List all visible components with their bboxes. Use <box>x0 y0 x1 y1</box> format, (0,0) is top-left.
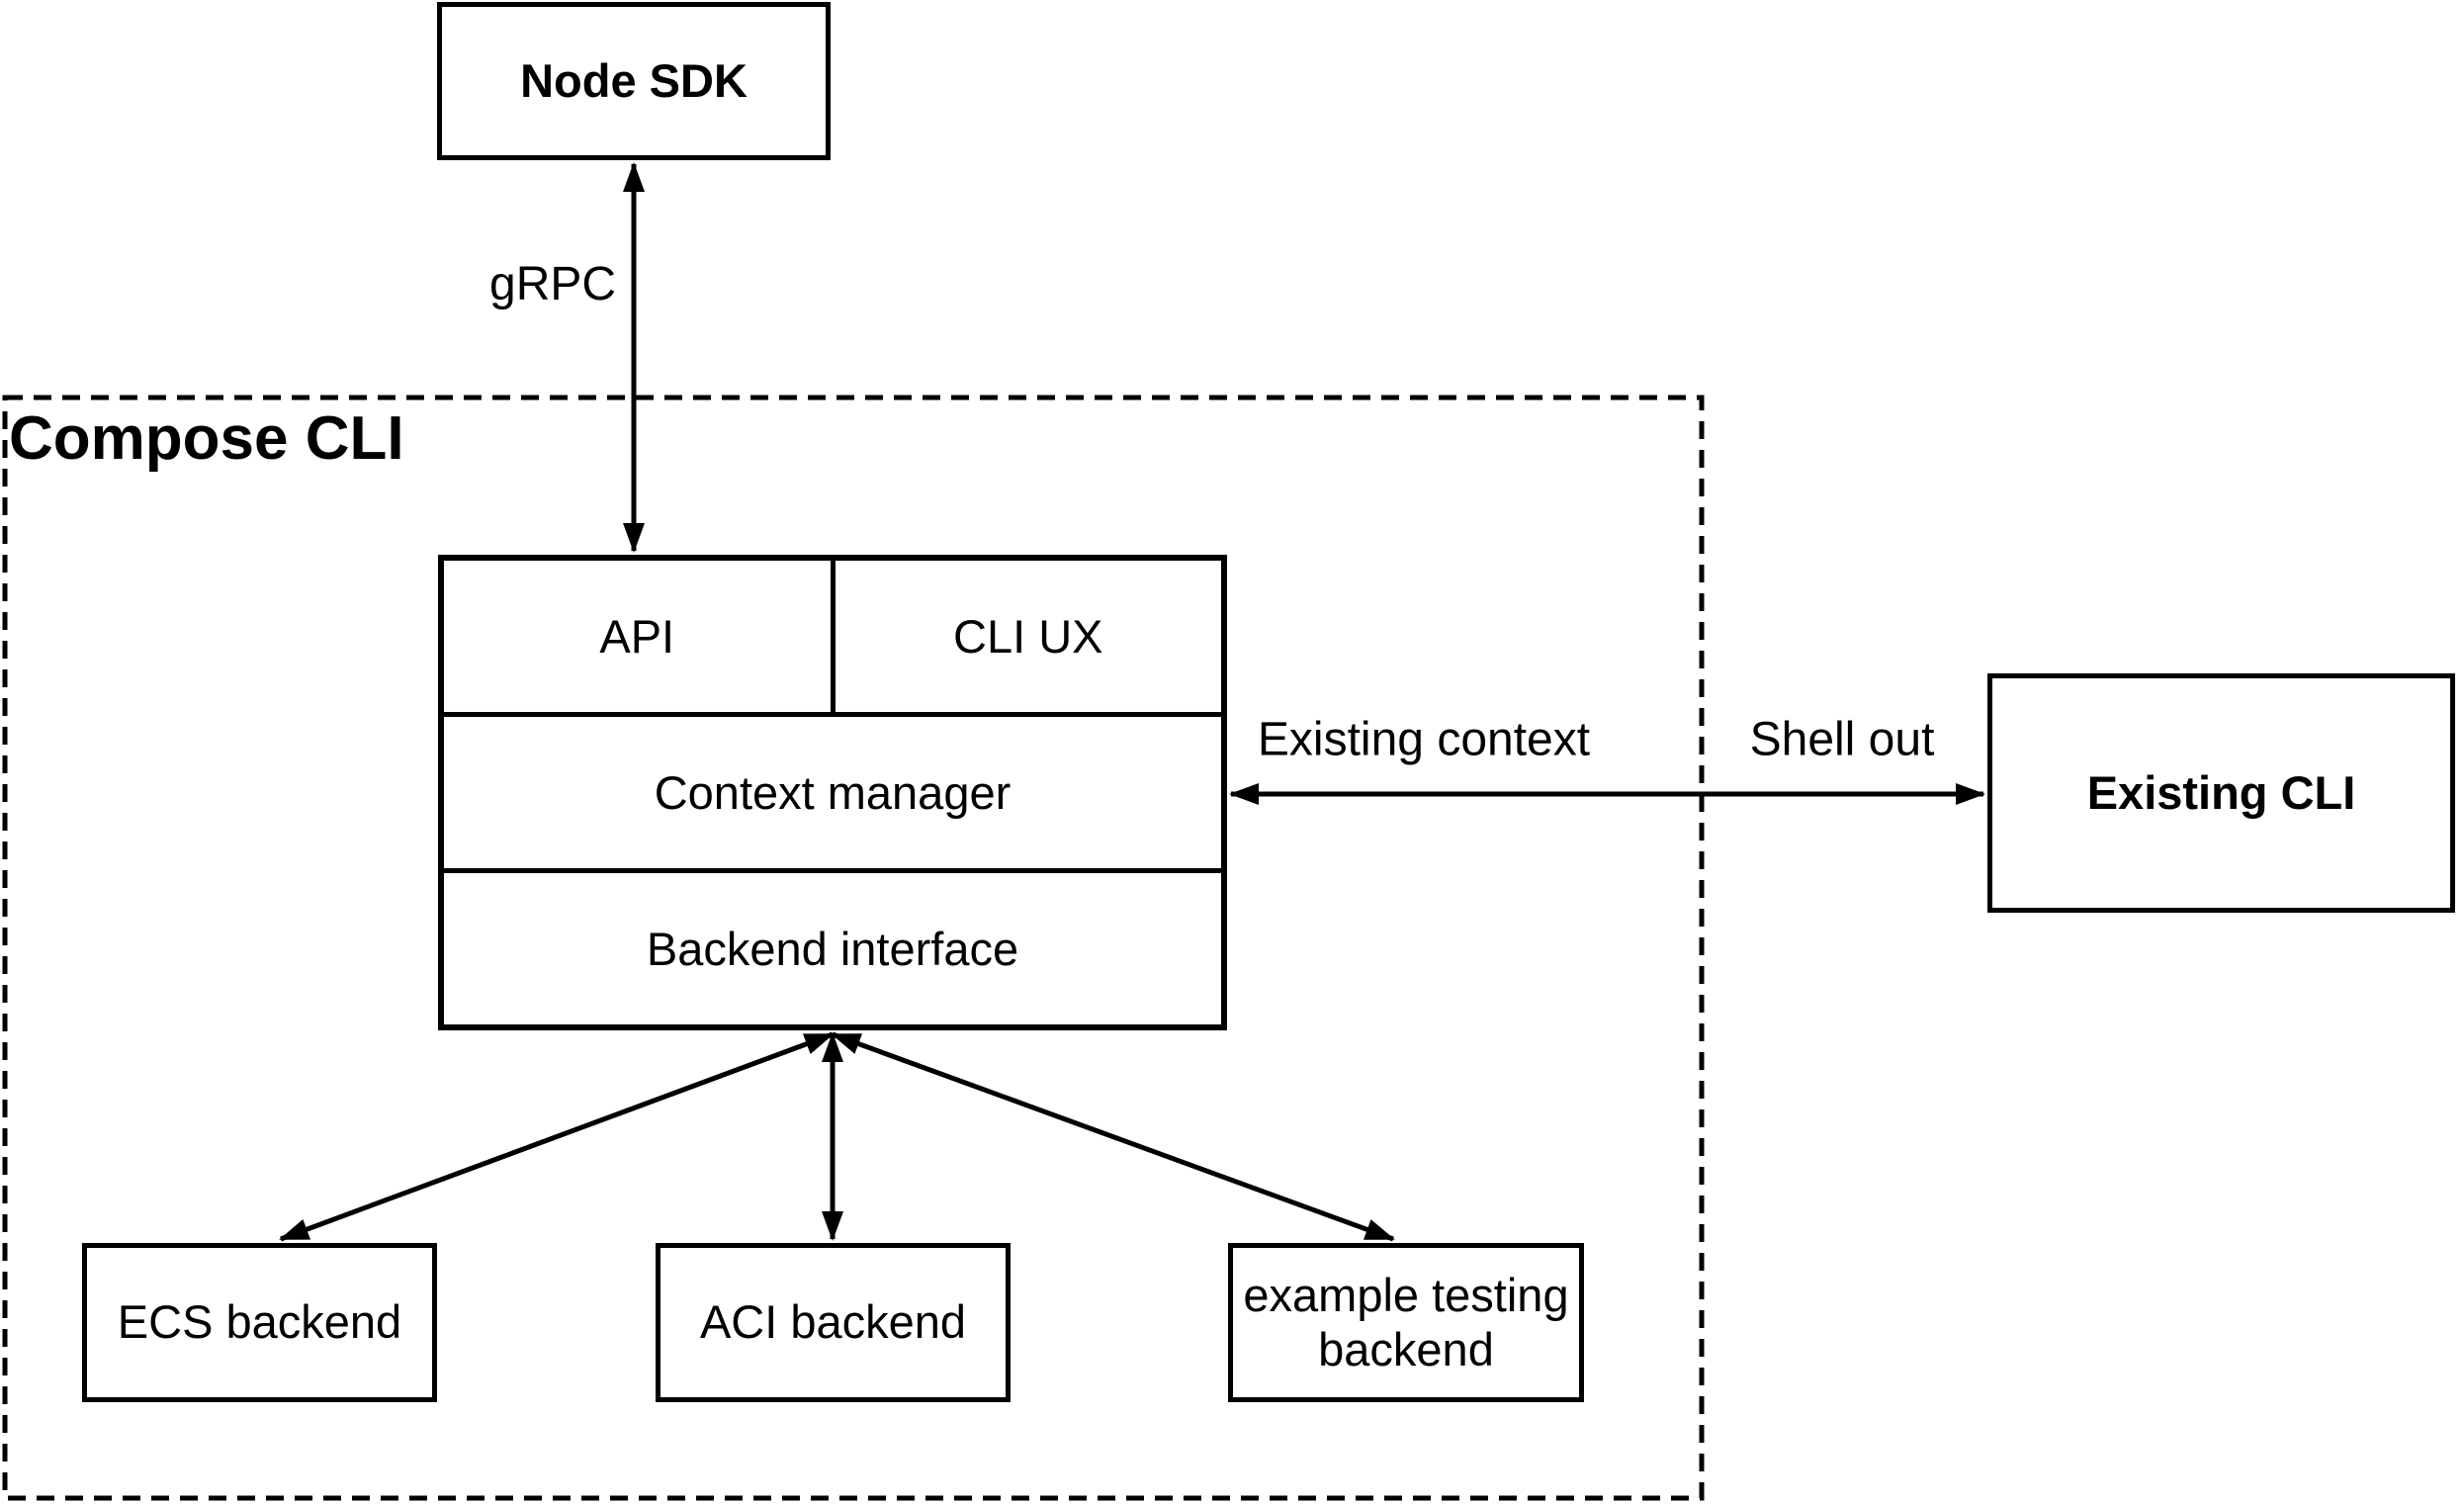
node-sdk-box: Node SDK <box>437 2 831 160</box>
cli-ux-label: CLI UX <box>953 610 1103 663</box>
aci-backend-box: ACI backend <box>656 1243 1011 1402</box>
aci-backend-label: ACI backend <box>699 1295 967 1349</box>
compose-cli-group-title: Compose CLI <box>9 404 404 473</box>
example-testing-backend-label: example testing backend <box>1243 1269 1569 1375</box>
api-cell: API <box>444 561 836 712</box>
existing-context-edge-label: Existing context <box>1257 713 1591 766</box>
ecs-backend-box: ECS backend <box>82 1243 437 1402</box>
backend-interface-label: Backend interface <box>646 923 1019 975</box>
context-manager-row: Context manager <box>444 717 1221 873</box>
api-label: API <box>599 610 675 663</box>
ecs-backend-label: ECS backend <box>117 1295 402 1349</box>
example-backend-arrow <box>831 1031 1395 1242</box>
ecs-backend-arrow <box>279 1031 835 1242</box>
context-manager-label: Context manager <box>654 766 1012 819</box>
node-sdk-label: Node SDK <box>520 53 748 107</box>
existing-cli-box: Existing CLI <box>1987 673 2455 913</box>
stack-top-row: API CLI UX <box>444 561 1221 717</box>
compose-cli-stack-box: API CLI UX Context manager Backend inter… <box>438 555 1227 1030</box>
existing-cli-label: Existing CLI <box>2086 765 2356 819</box>
grpc-edge-label: gRPC <box>489 258 617 310</box>
shell-out-edge-label: Shell out <box>1749 713 1935 766</box>
example-testing-backend-box: example testing backend <box>1228 1243 1584 1402</box>
cli-ux-cell: CLI UX <box>836 561 1222 712</box>
backend-interface-row: Backend interface <box>444 873 1221 1024</box>
